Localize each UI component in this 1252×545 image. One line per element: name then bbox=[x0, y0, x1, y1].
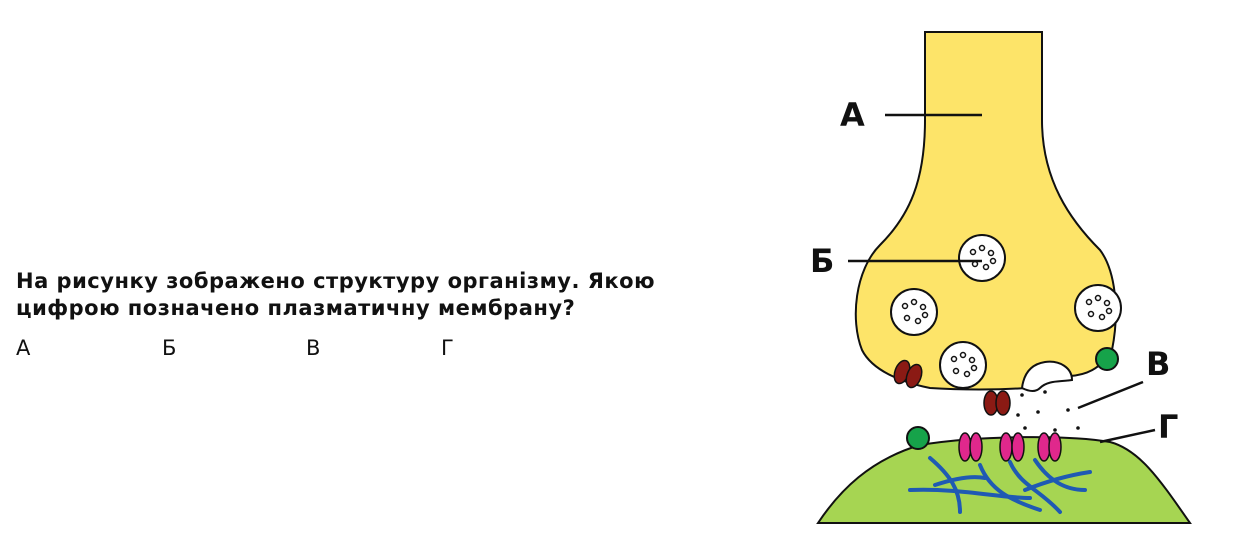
receptors bbox=[958, 432, 1062, 462]
ion-channels bbox=[893, 359, 1011, 416]
question-text: На рисунку зображено структуру організму… bbox=[16, 268, 776, 322]
option-v[interactable]: В bbox=[306, 336, 321, 360]
exocytosis-pocket bbox=[1020, 360, 1074, 392]
cytoskeleton-filaments bbox=[908, 456, 1092, 514]
label-v: В bbox=[1146, 345, 1170, 383]
answer-options: А Б В Г bbox=[16, 336, 536, 366]
option-g[interactable]: Г bbox=[441, 336, 454, 360]
question-line-2: цифрою позначено плазматичну мембрану? bbox=[16, 296, 576, 320]
label-g: Г bbox=[1158, 408, 1178, 446]
option-a[interactable]: А bbox=[16, 336, 31, 360]
option-b[interactable]: Б bbox=[162, 336, 177, 360]
question-line-1: На рисунку зображено структуру організму… bbox=[16, 269, 655, 293]
synapse-diagram: А Б В Г bbox=[810, 31, 1192, 524]
label-a: А bbox=[840, 96, 865, 134]
transporters bbox=[906, 347, 1119, 450]
presynaptic-terminal bbox=[854, 31, 1117, 391]
leader-lines bbox=[848, 113, 1156, 444]
synaptic-vesicles bbox=[890, 234, 1122, 389]
neurotransmitter-molecules bbox=[1016, 390, 1080, 432]
label-b: Б bbox=[810, 242, 834, 280]
